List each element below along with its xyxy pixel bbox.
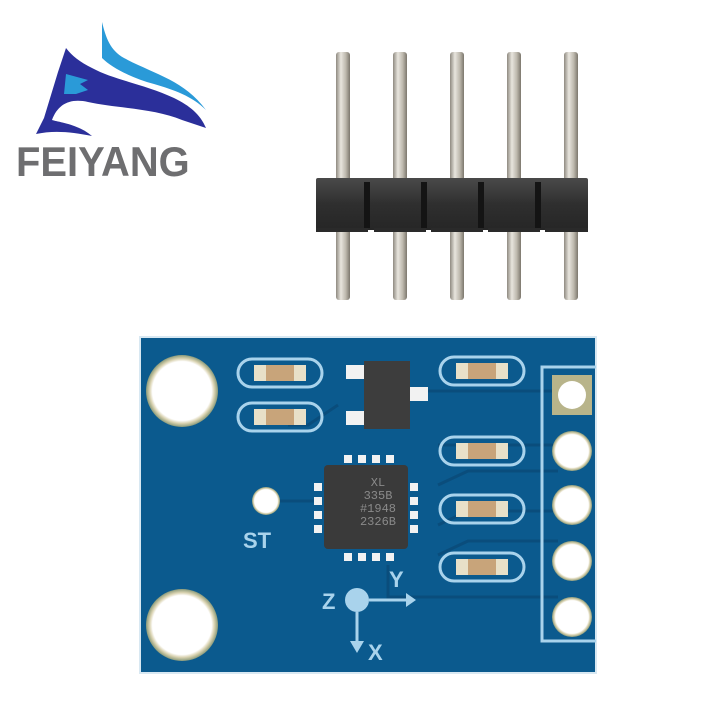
smd-capacitor: [236, 357, 324, 389]
chip-line-3: #1948: [359, 502, 396, 516]
smd-capacitor: [438, 493, 526, 525]
self-test-pad: [252, 487, 280, 515]
chip-line-2: 335B: [363, 489, 393, 503]
smd-capacitor: [438, 355, 526, 387]
label-self-test: ST: [243, 528, 272, 553]
axis-indicator: [340, 585, 420, 665]
chip-line-4: 2326B: [359, 515, 396, 529]
label-axis-y: Y: [389, 567, 404, 592]
voltage-regulator: [346, 361, 428, 429]
label-axis-z: Z: [322, 589, 336, 614]
pcb-board: [138, 335, 598, 675]
chip-line-1: XL: [370, 476, 386, 490]
plastic-housing: [316, 178, 588, 232]
smd-capacitor: [438, 435, 526, 467]
smd-capacitor: [236, 401, 324, 433]
brand-logo: [14, 18, 224, 138]
chip-marking: XL 335B #1948 2326B: [338, 477, 418, 529]
pins: [336, 52, 578, 300]
brand-name: FEIYANG: [16, 138, 190, 185]
accelerometer-chip: [314, 455, 418, 561]
label-axis-x: X: [368, 640, 383, 665]
flag-logo-icon: [36, 22, 206, 136]
mounting-hole: [146, 355, 218, 427]
mounting-hole: [146, 589, 218, 661]
header-pads: [552, 375, 592, 637]
pin-header: [300, 40, 600, 310]
smd-capacitor: [438, 551, 526, 583]
